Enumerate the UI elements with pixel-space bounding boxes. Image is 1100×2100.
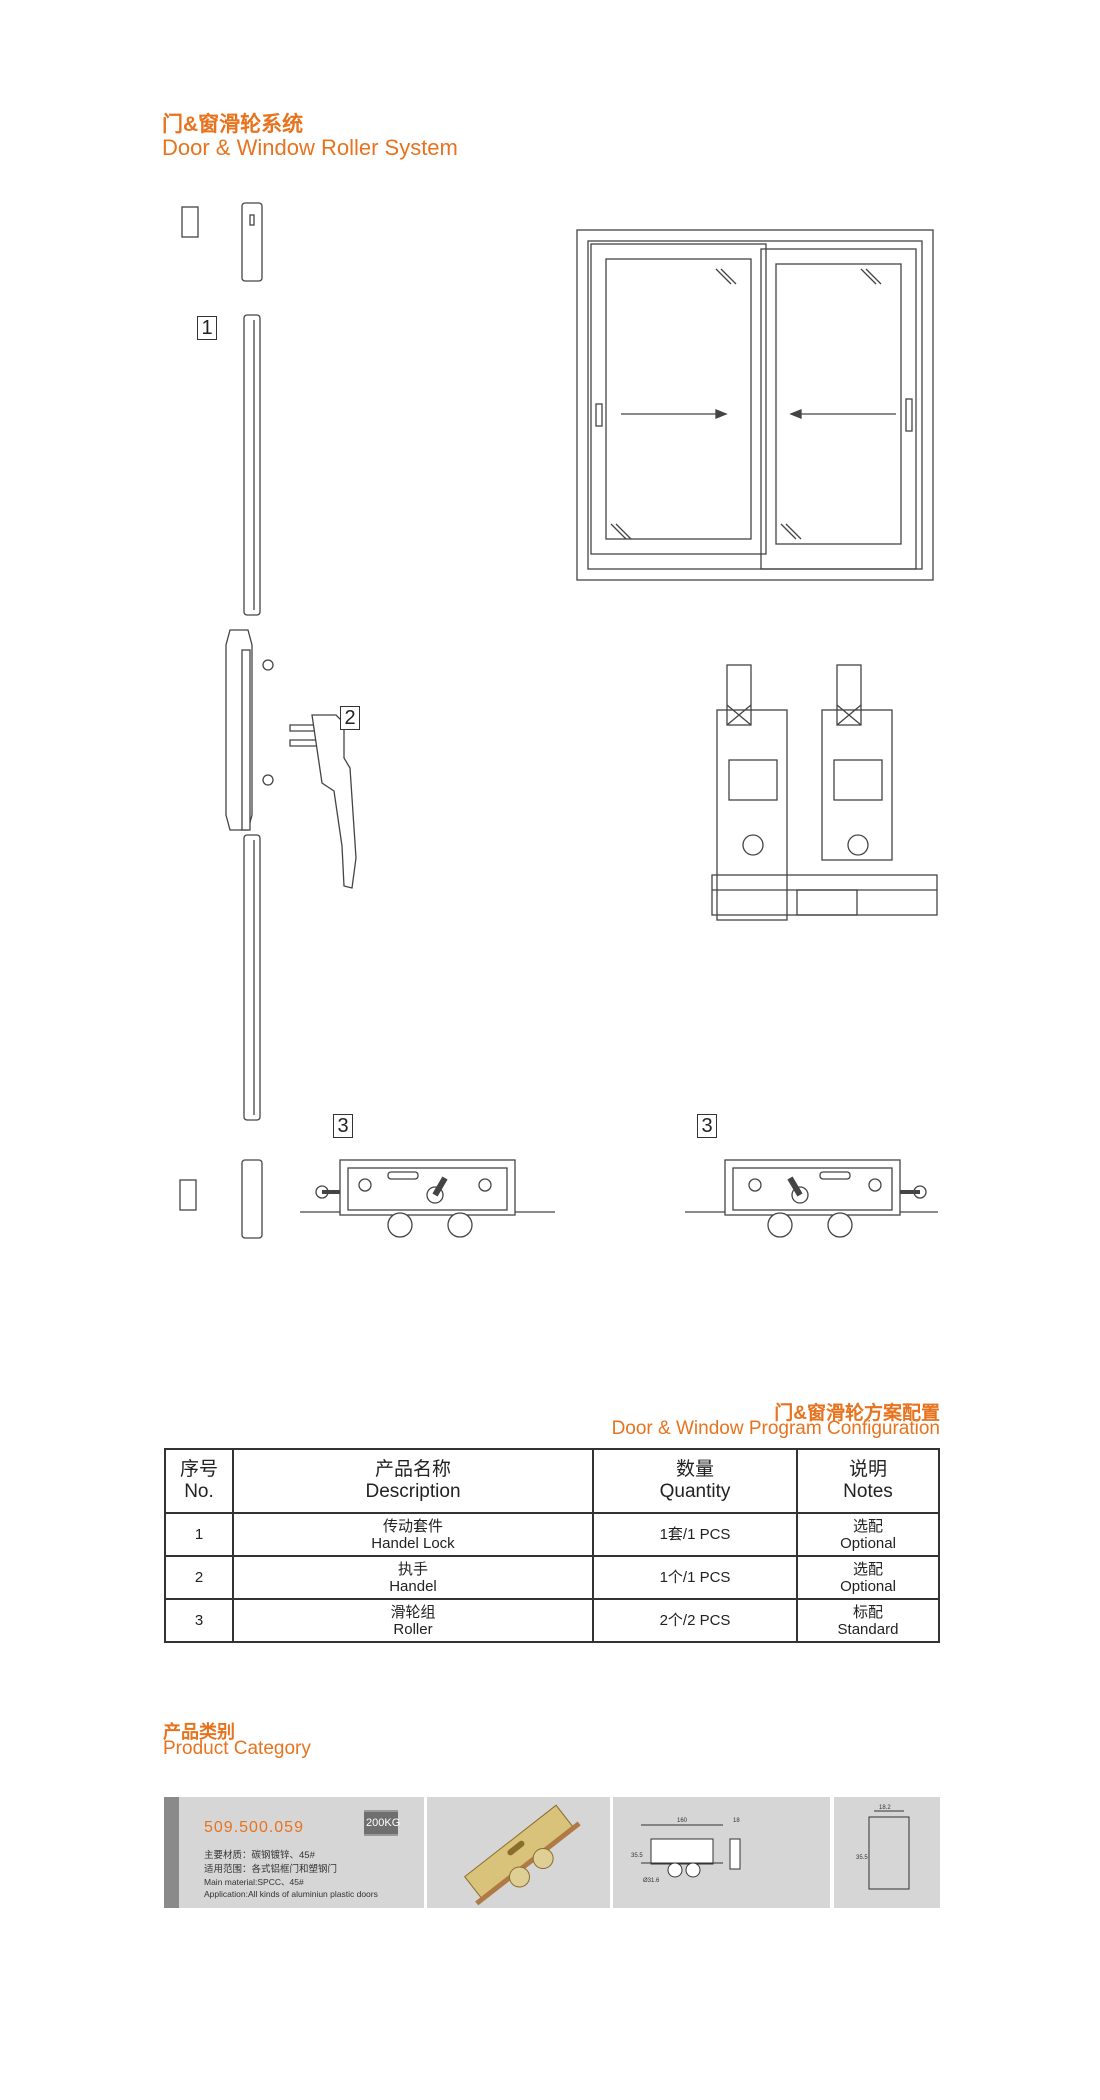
application-cn: 适用范围：各式铝框门和塑钢门 [204, 1864, 338, 1875]
col-cn: 说明 [848, 1459, 887, 1480]
col-cn: 产品名称 [374, 1459, 451, 1480]
col-en: Description [365, 1481, 461, 1502]
config-title-en: Door & Window Program Configuration [611, 1418, 940, 1439]
label-1: 1 [197, 316, 217, 340]
cell-desc-cn: 滑轮组 [390, 1603, 436, 1621]
cell-qty: 1个/1 PCS [592, 1555, 798, 1600]
roller-drawing-left [300, 1159, 555, 1238]
col-en: Quantity [659, 1481, 731, 1502]
cell-qty: 2个/2 PCS [592, 1598, 798, 1643]
end-piece-bottom [241, 1159, 263, 1239]
dim-width: 18 [733, 1818, 740, 1824]
cell-note-cn: 选配 [852, 1517, 883, 1535]
title-en: Door & Window Roller System [162, 135, 458, 160]
cell-no: 1 [164, 1512, 234, 1557]
cell-desc-cn: 传动套件 [382, 1517, 443, 1535]
keeper-bottom [179, 1179, 197, 1211]
side-profile-panel: 18.2 35.5 [834, 1797, 940, 1908]
label-3-left: 3 [333, 1114, 353, 1138]
drive-bar-upper [243, 314, 261, 616]
cell-note-en: Optional [840, 1534, 896, 1552]
category-title-cn: 产品类别 [163, 1722, 235, 1742]
cell-note-en: Optional [840, 1577, 896, 1595]
cell-no: 2 [164, 1555, 234, 1600]
cell-desc-en: Handel Lock [371, 1534, 455, 1552]
handle [311, 714, 357, 889]
screw [262, 774, 274, 786]
cell-qty: 1套/1 PCS [592, 1512, 798, 1557]
label-3-right: 3 [697, 1114, 717, 1138]
cell-desc-cn: 执手 [397, 1560, 428, 1578]
dim-height: 35.5 [631, 1853, 643, 1859]
material-cn: 主要材质：碳钢镀锌、45# [204, 1850, 315, 1861]
cell-note-en: Standard [837, 1620, 899, 1638]
keeper-top [181, 206, 199, 238]
handle-lock-drawing [179, 202, 357, 1239]
dimension-panel: 160 18 35.5 Ø31.6 [613, 1797, 830, 1908]
dim-length: 160 [677, 1818, 688, 1824]
label-2: 2 [340, 706, 360, 730]
col-en: Notes [843, 1481, 893, 1502]
col-cn: 数量 [675, 1459, 714, 1480]
frame-cross-section [711, 664, 938, 921]
col-en: No. [184, 1481, 214, 1502]
window-handle-icon [595, 403, 603, 427]
cell-no: 3 [164, 1598, 234, 1643]
dim-inner: 18.2 [879, 1805, 891, 1811]
product-info-panel: 509.500.059 200KG 主要材质：碳钢镀锌、45# 适用范围：各式铝… [164, 1797, 424, 1908]
screw [262, 659, 274, 671]
config-title-cn: 门&窗滑轮方案配置 [774, 1403, 940, 1424]
cell-note-cn: 标配 [852, 1603, 883, 1621]
product-code: 509.500.059 [204, 1819, 304, 1836]
col-cn: 序号 [179, 1459, 218, 1480]
cell-desc-en: Roller [393, 1620, 433, 1638]
cell-desc-en: Handel [389, 1577, 437, 1595]
panel-bar [164, 1797, 179, 1908]
application-en: Application:All kinds of aluminiun plast… [204, 1889, 378, 1899]
material-en: Main material:SPCC、45# [204, 1877, 304, 1887]
window-lock-icon [905, 398, 913, 432]
product-photo-panel [427, 1797, 610, 1908]
drive-bar-lower [243, 834, 261, 1121]
roller-drawing-right [685, 1159, 938, 1238]
sliding-window-drawing [576, 229, 934, 581]
dim-wheel: Ø31.6 [643, 1878, 660, 1884]
dim-side-height: 35.5 [856, 1855, 868, 1861]
title-cn: 门&窗滑轮系统 [162, 113, 304, 136]
end-piece-top [241, 202, 263, 282]
cell-note-cn: 选配 [852, 1560, 883, 1578]
load-badge: 200KG [364, 1810, 400, 1836]
roller-photo [463, 1804, 581, 1906]
category-title-en: Product Category [163, 1738, 311, 1759]
